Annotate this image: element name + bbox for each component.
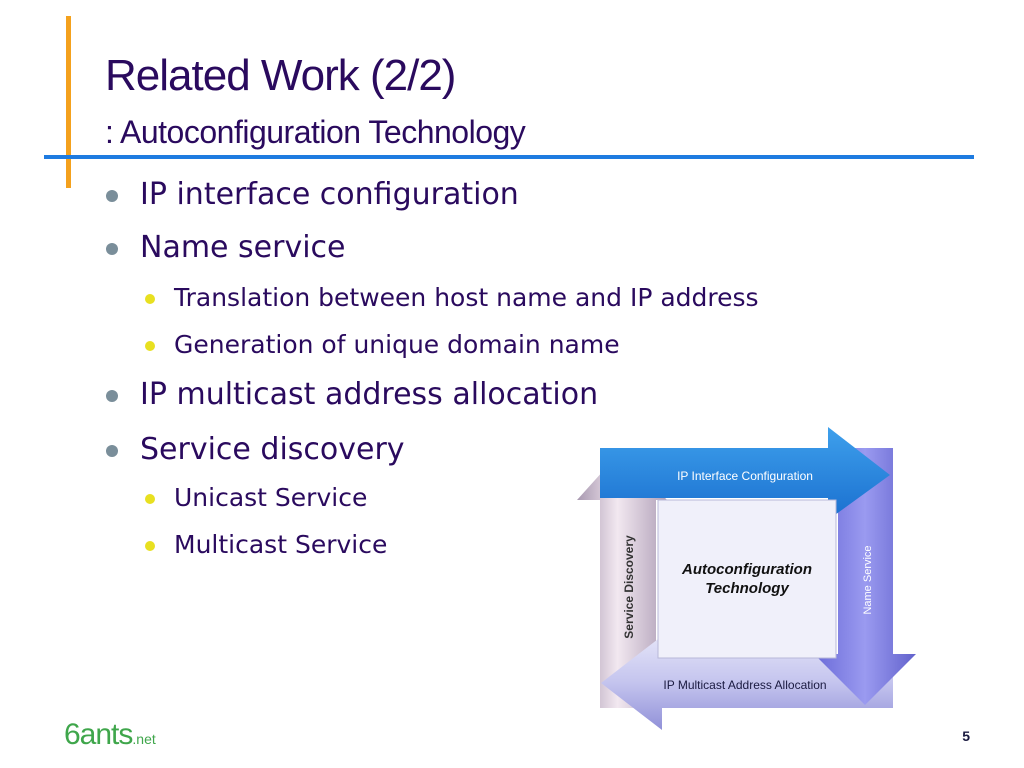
sub-bullet-text: Unicast Service bbox=[174, 483, 368, 512]
company-logo: 6ants.net bbox=[64, 718, 156, 754]
sub-bullet-item: Multicast Service bbox=[145, 530, 388, 560]
bullet-text: Service discovery bbox=[140, 432, 405, 467]
logo-main-text: 6ants bbox=[64, 718, 133, 751]
page-number: 5 bbox=[962, 728, 970, 744]
autoconfiguration-technology-label: Autoconfiguration Technology bbox=[682, 561, 812, 597]
ip-interface-arrow bbox=[600, 427, 890, 520]
sub-bullet-dot-icon bbox=[145, 494, 155, 504]
center-label-box: Autoconfiguration Technology bbox=[658, 500, 836, 658]
bullet-item: Service discovery bbox=[106, 432, 405, 468]
bullet-dot-icon bbox=[106, 445, 118, 457]
service-discovery-arrow bbox=[577, 450, 667, 708]
name-service-arrow bbox=[814, 448, 916, 705]
title-accent-bar bbox=[66, 16, 71, 188]
sub-bullet-item: Unicast Service bbox=[145, 483, 368, 513]
bullet-dot-icon bbox=[106, 390, 118, 402]
bullet-item: IP multicast address allocation bbox=[106, 377, 599, 413]
sub-bullet-dot-icon bbox=[145, 294, 155, 304]
slide-title: Related Work (2/2) bbox=[105, 51, 456, 100]
bullet-text: Name service bbox=[140, 230, 346, 265]
bullet-text: IP multicast address allocation bbox=[140, 377, 599, 412]
sub-bullet-item: Translation between host name and IP add… bbox=[145, 283, 759, 313]
center-box bbox=[657, 499, 837, 659]
bullet-dot-icon bbox=[106, 243, 118, 255]
slide-subtitle: : Autoconfiguration Technology bbox=[105, 114, 526, 150]
logo-suffix-text: .net bbox=[132, 731, 156, 747]
sub-bullet-text: Multicast Service bbox=[174, 530, 388, 559]
bullet-item: Name service bbox=[106, 230, 346, 266]
sub-bullet-text: Translation between host name and IP add… bbox=[174, 283, 759, 312]
bullet-dot-icon bbox=[106, 190, 118, 202]
ip-multicast-allocation-label: IP Multicast Address Allocation bbox=[663, 678, 827, 692]
service-discovery-label: Service Discovery bbox=[622, 535, 636, 639]
sub-bullet-item: Generation of unique domain name bbox=[145, 330, 620, 360]
title-underline bbox=[44, 155, 974, 159]
sub-bullet-dot-icon bbox=[145, 341, 155, 351]
ip-interface-configuration-label: IP Interface Configuration bbox=[677, 469, 813, 483]
sub-bullet-dot-icon bbox=[145, 541, 155, 551]
bullet-text: IP interface configuration bbox=[140, 177, 519, 212]
name-service-label: Name Service bbox=[862, 545, 874, 615]
bullet-item: IP interface configuration bbox=[106, 177, 519, 213]
sub-bullet-text: Generation of unique domain name bbox=[174, 330, 620, 359]
